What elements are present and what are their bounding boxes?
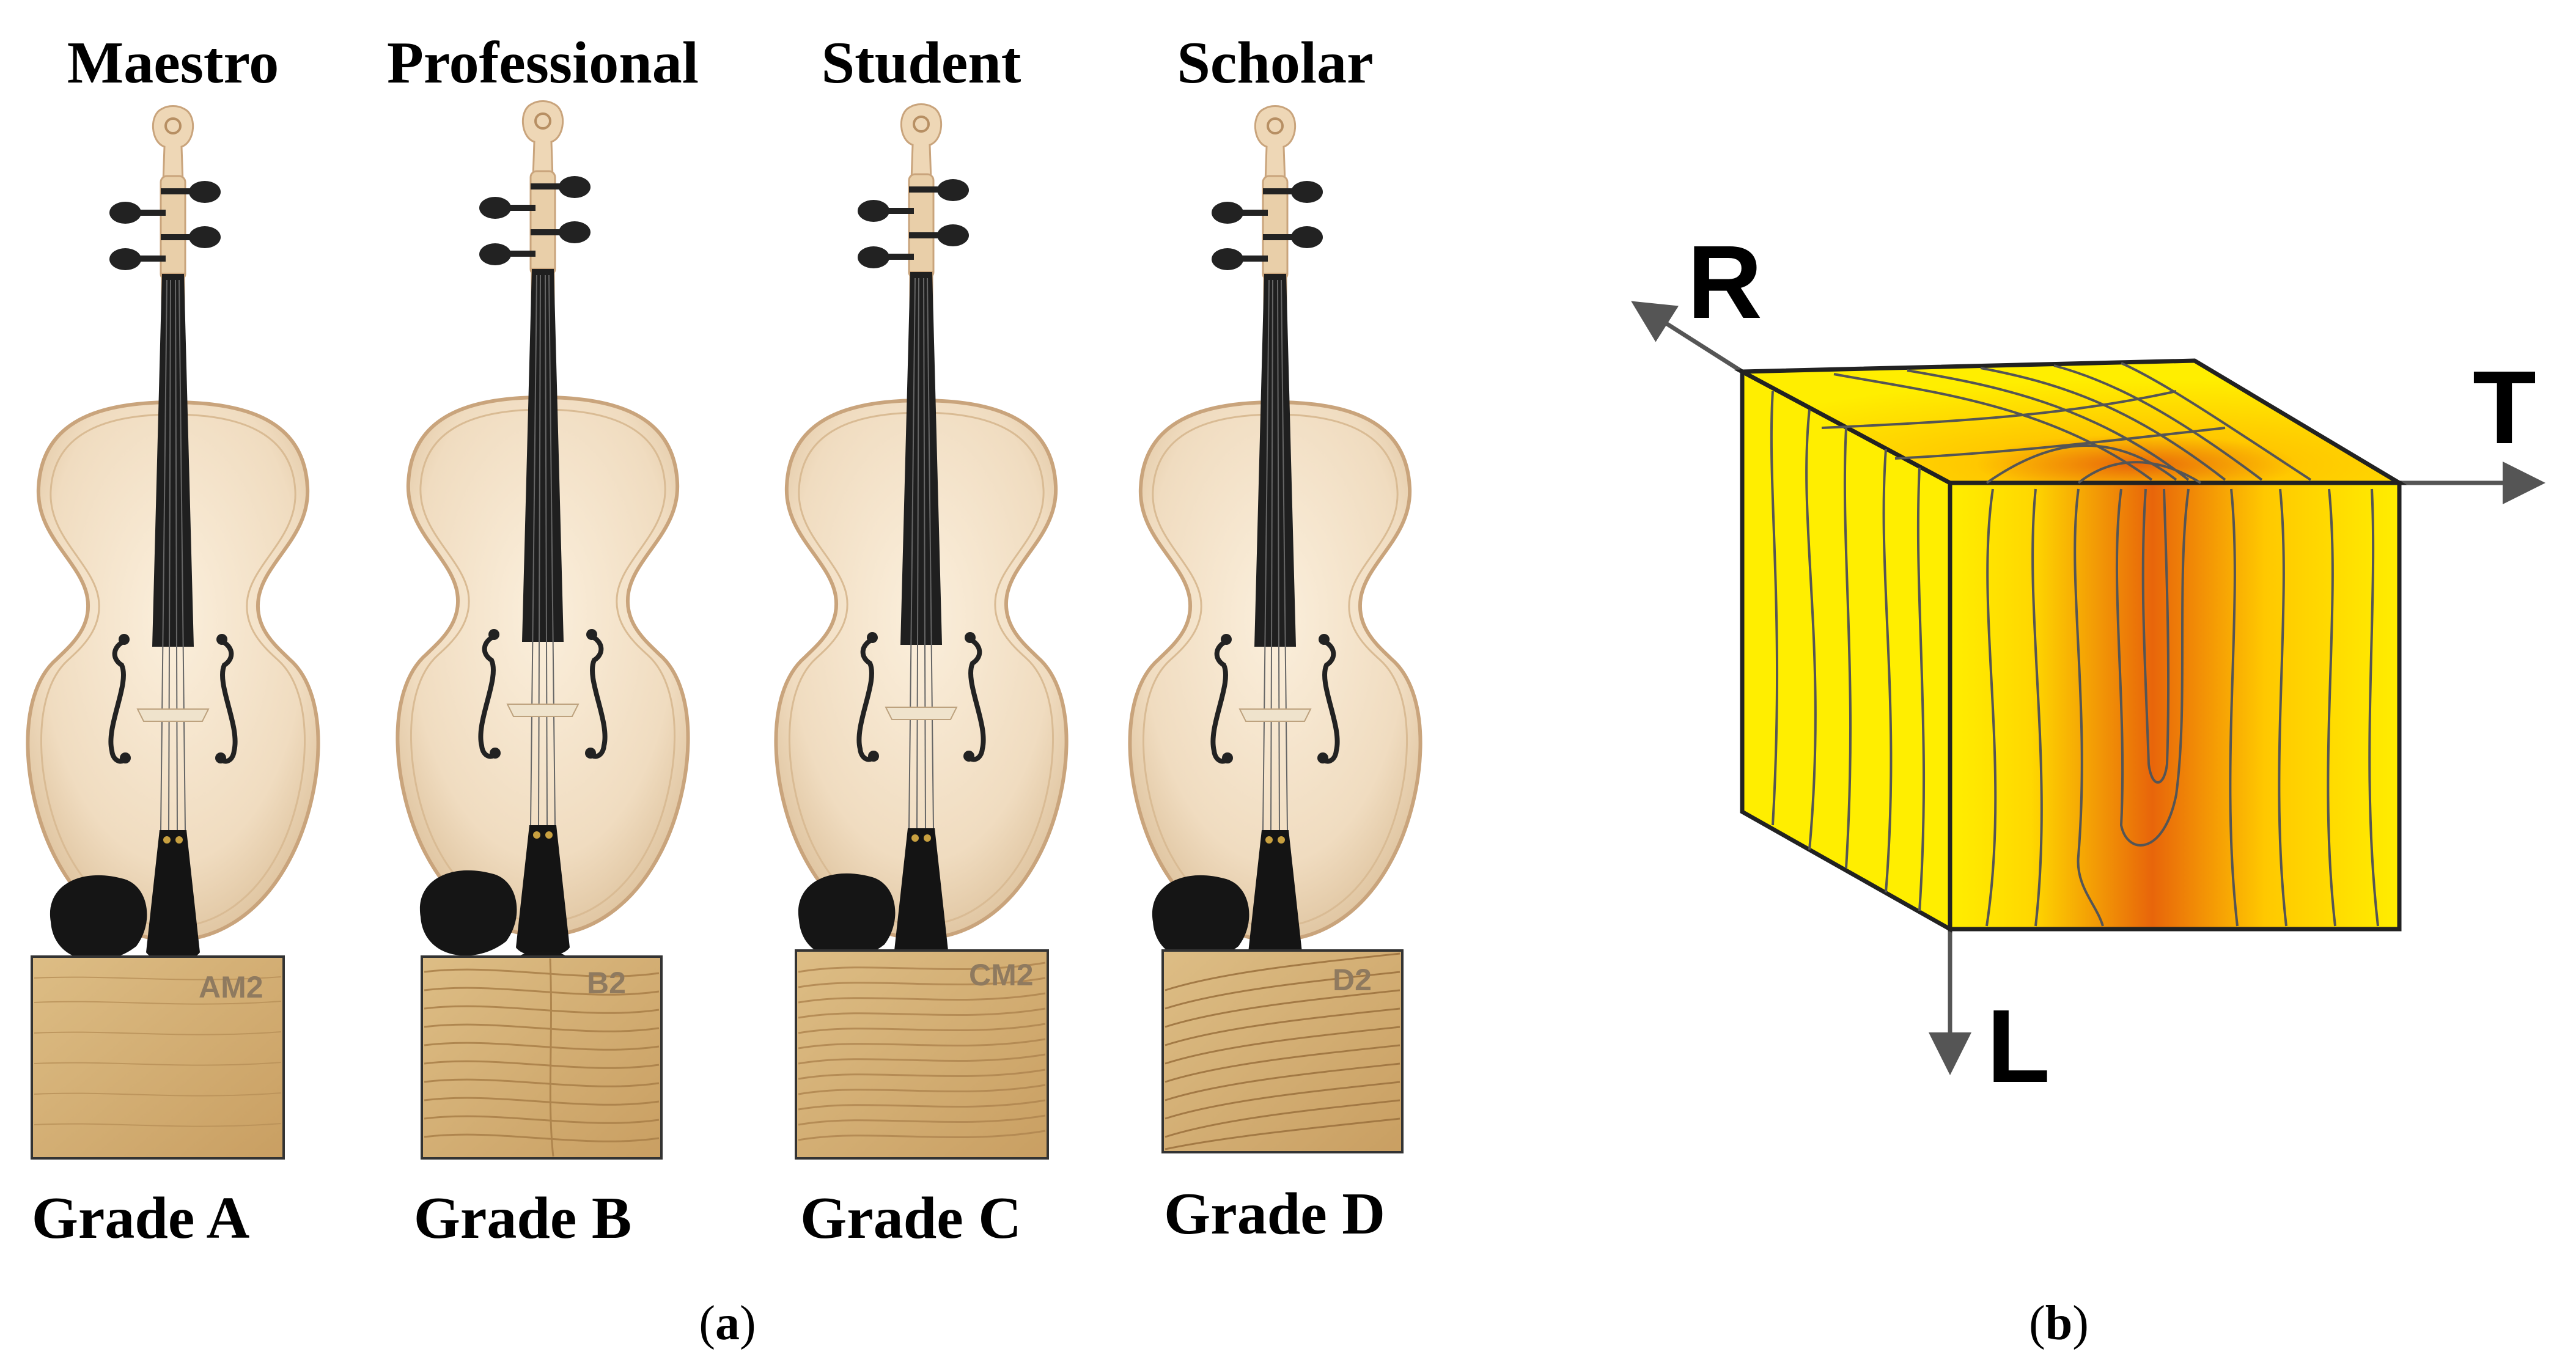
wood-sample-grade-d: D2: [1161, 949, 1404, 1153]
panel-a: Maestro Professional Student Scholar AM2: [28, 30, 1420, 1251]
grade-heading-maestro: Maestro: [67, 30, 279, 96]
sample-code-a: AM2: [199, 970, 263, 1004]
violin-professional: [397, 101, 688, 966]
violin-scholar: [1130, 106, 1420, 971]
grain-lines-tangential-face: [1985, 488, 2379, 927]
caption-panel-b: (b): [2029, 1296, 2089, 1350]
wood-sample-grade-c: CM2: [795, 949, 1049, 1160]
grade-label-b: Grade B: [414, 1185, 632, 1251]
longitudinal-axis-label: L: [1987, 988, 2050, 1105]
sample-code-c: CM2: [969, 958, 1034, 992]
grade-label-a: Grade A: [32, 1185, 250, 1251]
sample-code-b: B2: [587, 966, 626, 1000]
grade-heading-professional: Professional: [387, 30, 699, 96]
violin-maestro: [28, 106, 318, 971]
wood-sample-grade-b: B2: [421, 955, 663, 1160]
grade-heading-scholar: Scholar: [1177, 30, 1373, 96]
sample-code-d: D2: [1333, 963, 1372, 997]
cube-tangential-face: [1948, 480, 2402, 932]
growth-rings-top-face: [1821, 362, 2312, 484]
grade-label-c: Grade C: [800, 1185, 1021, 1251]
tangential-axis-label: T: [2473, 350, 2536, 466]
grade-heading-student: Student: [822, 30, 1021, 96]
violin-student: [776, 105, 1066, 969]
wood-sample-grade-a: AM2: [31, 955, 285, 1160]
caption-letter-a: a: [715, 1296, 740, 1350]
grade-label-d: Grade D: [1164, 1181, 1385, 1247]
caption-letter-b: b: [2045, 1296, 2073, 1350]
panel-b-wood-cube: R T L: [1631, 224, 2545, 1105]
radial-axis-label: R: [1687, 224, 1762, 340]
grain-lines-radial-face: [1770, 391, 1926, 911]
radial-axis-arrow: [1631, 301, 1743, 373]
caption-panel-a: (a): [699, 1296, 756, 1350]
